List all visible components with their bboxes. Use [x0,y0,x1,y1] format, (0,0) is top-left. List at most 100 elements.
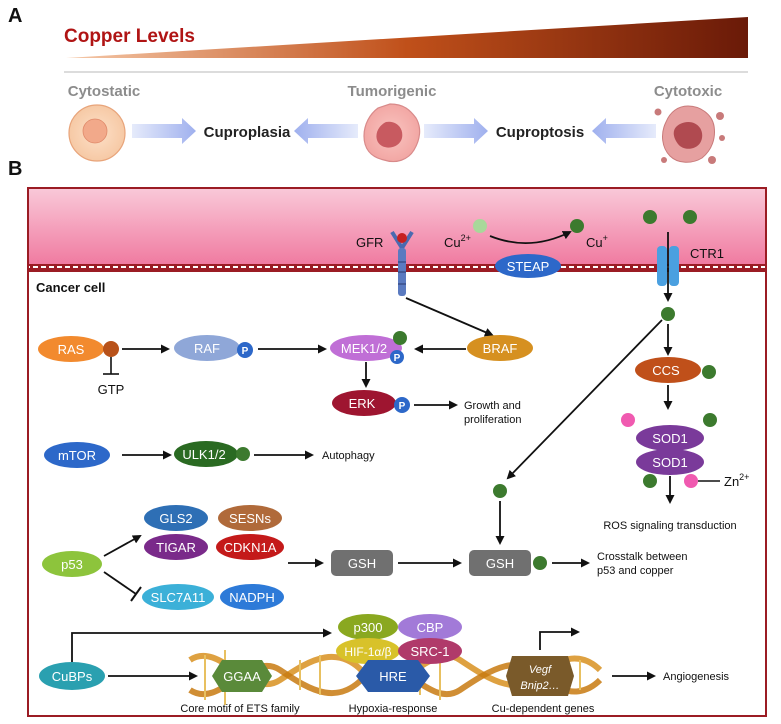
cancer-cell-label: Cancer cell [36,280,105,295]
raf-phospho-badge [237,342,253,358]
arrow-tumorigenic-to-cuproplasia [294,118,358,144]
p53-node [42,551,102,577]
gsh-label-left: GSH [348,556,376,571]
outcome-cuproptosis: Cuproptosis [496,124,584,141]
p300-node [338,614,398,640]
cu-ion-sod1-top [703,413,717,427]
cu-ion-free [493,484,507,498]
cu1-label: Cu+ [586,233,608,250]
hre-node [356,660,430,692]
mek-copper-ion [393,331,407,345]
cbp-node [398,614,462,640]
ulk-node [174,441,238,467]
ulk-label: ULK1/2 [182,447,225,462]
gsh-label-right: GSH [486,556,514,571]
cu1-ion [570,219,584,233]
inhibit-p53-to-slc [103,571,137,595]
braf-label: BRAF [483,341,518,356]
erk-node [332,390,396,416]
cu-ion-sod1-bottom [643,474,657,488]
zn-ion-top [621,413,635,427]
gsh-node-left [331,550,393,576]
bnip2-label: Bnip2… [520,680,559,692]
sod1-node-top [636,425,704,451]
plasma-membrane [29,264,765,272]
src1-node [398,638,462,664]
gls2-node [144,505,208,531]
arrow-cu-to-gsh-cu [506,319,663,480]
sesns-node [218,505,282,531]
erk-p-label: P [399,401,406,412]
cdkn1a-label: CDKN1A [224,540,277,555]
mek-label: MEK1/2 [341,341,387,356]
ccs-node [635,357,701,383]
arrow-tumorigenic-to-cuproptosis [424,118,488,144]
mek-node [330,335,402,361]
ggaa-label: GGAA [223,669,261,684]
cubps-node [39,662,105,690]
crosstalk-label-line2: p53 and copper [597,565,674,577]
p53-label: p53 [61,557,83,572]
outcome-cuproplasia: Cuproplasia [204,124,291,141]
sod1-node-bottom [636,449,704,475]
raf-node [174,335,240,361]
cu-genes-node [506,656,574,696]
zn-label: Zn2+ [724,472,749,489]
gfr-receptor-icon [390,230,414,296]
ccs-copper-ion [702,365,716,379]
copper-gradient-wedge [66,17,748,58]
arrow-cytotoxic-to-cuproptosis [592,118,656,144]
hif-node [336,638,400,664]
cu-ion-ctr1-right [683,210,697,224]
cbp-label: CBP [417,620,444,635]
slc7a11-node [142,584,214,610]
ulk-copper-ion [236,447,250,461]
erk-phospho-badge [394,397,410,413]
inhibit-bar [130,586,142,602]
ros-label: ROS signaling transduction [603,520,736,532]
cytotoxic-cell-icon [654,105,725,164]
sod1-label-bottom: SOD1 [652,455,687,470]
mtor-node [44,442,110,468]
panel-a-letter: A [8,5,22,27]
ets-caption: Core motif of ETS family [180,703,300,715]
cu-ion-cytosol [661,307,675,321]
arrow-cubps-to-coactivators [71,628,332,662]
autophagy-label: Autophagy [322,450,375,462]
gsh-node-right [469,550,531,576]
cu2-ion [473,219,487,233]
arrow-p53-to-targets [103,535,142,557]
erk-label: ERK [349,396,376,411]
steap-node [495,254,561,278]
copper-levels-title: Copper Levels [64,26,195,47]
mek-phospho-badge [390,350,404,364]
ccs-label: CCS [652,363,680,378]
gtp-label: GTP [98,382,125,397]
ggaa-node [212,660,272,692]
vegf-label: Vegf [529,664,552,676]
mtor-label: mTOR [58,448,96,463]
state-cytotoxic: Cytotoxic [654,83,722,100]
cytostatic-cell-icon [68,104,126,162]
gfr-label: GFR [356,235,383,250]
braf-node [467,335,533,361]
cu2-label: Cu2+ [444,233,471,250]
cu-ion-ctr1-left [643,210,657,224]
cu-genes-caption: Cu-dependent genes [492,703,595,715]
nadph-node [220,584,284,610]
raf-label: RAF [194,341,220,356]
cubps-label: CuBPs [52,669,93,684]
hif-label: HIF-1α/β [344,645,391,659]
hypoxia-caption: Hypoxia-response [349,703,438,715]
tigar-node [144,534,208,560]
steap-label: STEAP [507,259,550,274]
raf-p-label: P [242,346,249,357]
growth-label-line2: proliferation [464,414,521,426]
ras-label: RAS [58,342,85,357]
p300-label: p300 [354,620,383,635]
angiogenesis-label: Angiogenesis [663,671,730,683]
hre-label: HRE [379,669,407,684]
cdkn1a-node [216,534,284,560]
